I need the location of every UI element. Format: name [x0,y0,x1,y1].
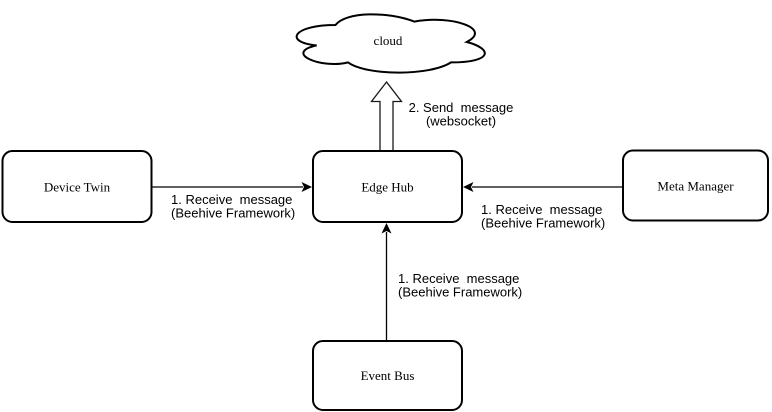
event-bus-shape [312,340,463,411]
node-meta-manager[interactable]: Meta Manager [622,149,769,222]
node-device-twin-label: Device Twin [44,180,111,195]
node-edge-hub[interactable]: Edge Hub [312,150,463,223]
arrowhead-up-icon [381,223,392,234]
edge-event-bus-to-edge-hub[interactable]: 1. Receive message (Beehive Framework) [381,223,523,341]
node-cloud-label: cloud [374,33,403,48]
cloud-shape [295,13,486,74]
arrowhead-right-icon [301,182,312,192]
edge-label-receive-right-line1: 1. Receive message [481,202,602,217]
arrowhead-left-icon [463,182,474,192]
node-event-bus[interactable]: Event Bus [312,340,463,411]
edge-label-receive-left-line1: 1. Receive message [171,192,292,207]
block-arrow-up-shape [370,80,403,152]
edge-label-receive-left-line2: (Beehive Framework) [171,206,295,221]
node-edge-hub-label: Edge Hub [361,180,413,195]
edge-device-twin-to-edge-hub[interactable]: 1. Receive message (Beehive Framework) [151,182,313,221]
edge-edge-hub-to-cloud[interactable]: 2. Send message (websocket) [370,80,514,152]
node-meta-manager-label: Meta Manager [657,179,734,194]
edge-meta-manager-to-edge-hub[interactable]: 1. Receive message (Beehive Framework) [463,182,623,231]
node-device-twin[interactable]: Device Twin [1,150,153,223]
edge-label-receive-right-line2: (Beehive Framework) [481,216,605,231]
edge-hub-shape [312,150,463,223]
node-event-bus-label: Event Bus [361,368,415,383]
edge-label-receive-bottom-line1: 1. Receive message [398,271,519,286]
device-twin-shape [1,150,153,223]
edge-label-send-message-line1: 2. Send message [409,100,514,115]
meta-manager-shape [622,149,769,222]
node-cloud[interactable]: cloud [295,13,486,74]
edge-label-send-message-line2: (websocket) [426,114,496,129]
edge-label-receive-bottom-line2: (Beehive Framework) [398,285,522,300]
